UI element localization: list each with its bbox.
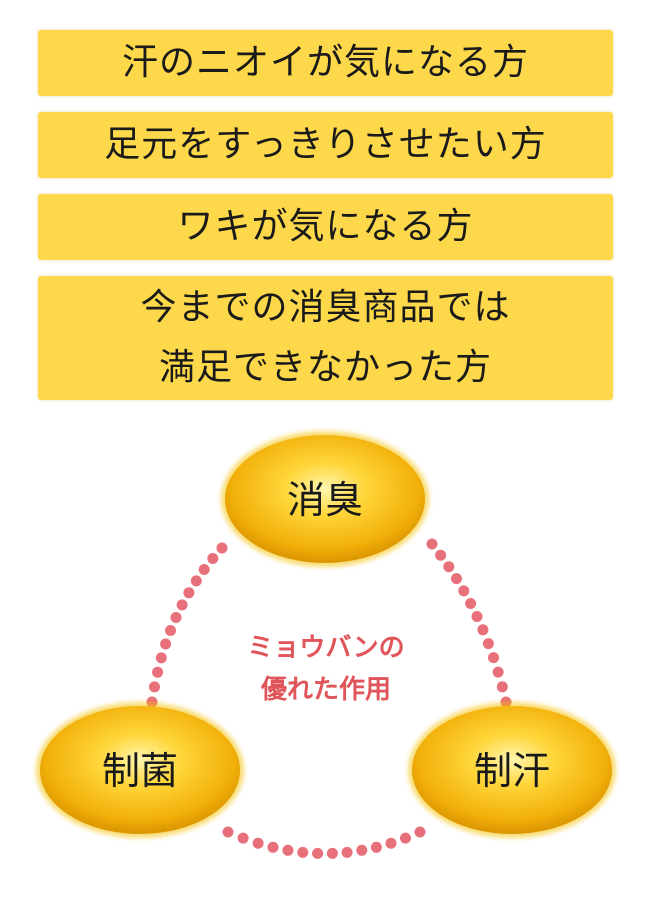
target-item-text: 汗のニオイが気になる方 (121, 42, 529, 83)
ring-dot (451, 573, 462, 585)
ring-dot (165, 625, 176, 636)
target-item-feet: 足元をすっきりさせたい方 (38, 112, 613, 178)
target-item-text: 足元をすっきりさせたい方 (104, 124, 547, 165)
node-antibacterial: 制菌 (36, 702, 244, 838)
ring-dot (176, 599, 188, 611)
ring-dot (222, 826, 234, 838)
dotted-ring (146, 538, 512, 859)
ring-dot (282, 844, 294, 856)
ring-dot (471, 611, 483, 622)
center-label-line2: 優れた作用 (260, 675, 391, 705)
ring-dot (183, 587, 195, 599)
ring-dot (341, 846, 353, 858)
target-item-unsatisfied: 今までの消臭商品では 満足できなかった方 (38, 276, 613, 400)
ring-dot (492, 666, 504, 678)
ring-dot (370, 841, 382, 853)
target-item-text: ワキが気になる方 (177, 206, 474, 247)
ring-dot (312, 847, 324, 859)
ring-dot (198, 564, 210, 575)
ring-dot (190, 575, 202, 587)
node-deodorize: 消臭 (221, 431, 429, 567)
ring-dot (267, 841, 279, 853)
ring-dot (443, 561, 455, 573)
target-item-text-line2: 満足できなかった方 (158, 347, 492, 388)
ring-dot (252, 837, 264, 849)
ring-dot (465, 598, 477, 609)
node-label-antiperspirant: 制汗 (474, 749, 550, 793)
ring-dot (482, 638, 494, 650)
ring-dot (426, 538, 438, 550)
ring-dot (435, 549, 447, 561)
ring-dot (400, 832, 411, 844)
ring-dot (496, 681, 508, 693)
ring-dot (488, 652, 499, 664)
target-item-armpit: ワキが気になる方 (38, 194, 613, 260)
ring-dot (414, 826, 426, 838)
ring-dot (297, 846, 309, 858)
ring-dot (207, 553, 219, 564)
alum-effects-diagram: 消臭 制菌 制汗 ミョウバンの 優れた作用 (36, 431, 616, 859)
ring-dot (237, 832, 249, 844)
ring-dot (170, 612, 182, 623)
ring-dot (356, 844, 368, 856)
node-label-antibacterial: 制菌 (102, 749, 178, 793)
ring-dot (149, 681, 160, 693)
ring-dot (385, 837, 397, 849)
ring-dot (152, 666, 164, 678)
ring-dot (160, 638, 172, 650)
ring-dot (326, 847, 338, 859)
target-item-text-line1: 今までの消臭商品では (140, 287, 511, 328)
node-antiperspirant: 制汗 (408, 702, 616, 838)
ring-dot (458, 585, 470, 597)
target-item-sweat-odor: 汗のニオイが気になる方 (38, 30, 613, 96)
center-label-line1: ミョウバンの (247, 633, 404, 663)
ring-dot (216, 542, 228, 554)
node-label-deodorize: 消臭 (287, 478, 363, 522)
ring-dot (477, 624, 489, 636)
ring-dot (155, 652, 167, 664)
